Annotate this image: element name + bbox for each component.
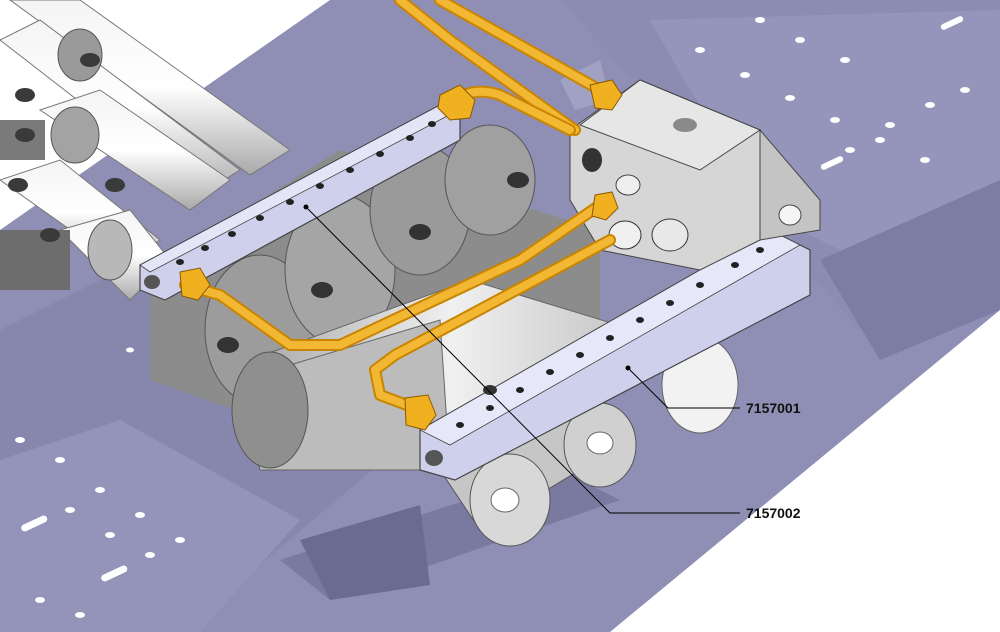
bar-bolts (176, 121, 764, 428)
callout-label-7157002: 7157002 (746, 505, 801, 521)
hydraulic-cylinders (0, 0, 291, 301)
clamp-bolts (8, 53, 125, 242)
pipe-fittings (179, 79, 623, 431)
leader-lines (303, 204, 740, 514)
leader-line-7157001 (627, 367, 740, 409)
support-rollers (439, 399, 637, 547)
frame-holes (15, 16, 970, 618)
callout-label-7157001: 7157001 (746, 400, 801, 416)
leader-line-7157002 (305, 206, 740, 514)
housing-bolts (217, 172, 529, 395)
valve-block (569, 79, 821, 271)
